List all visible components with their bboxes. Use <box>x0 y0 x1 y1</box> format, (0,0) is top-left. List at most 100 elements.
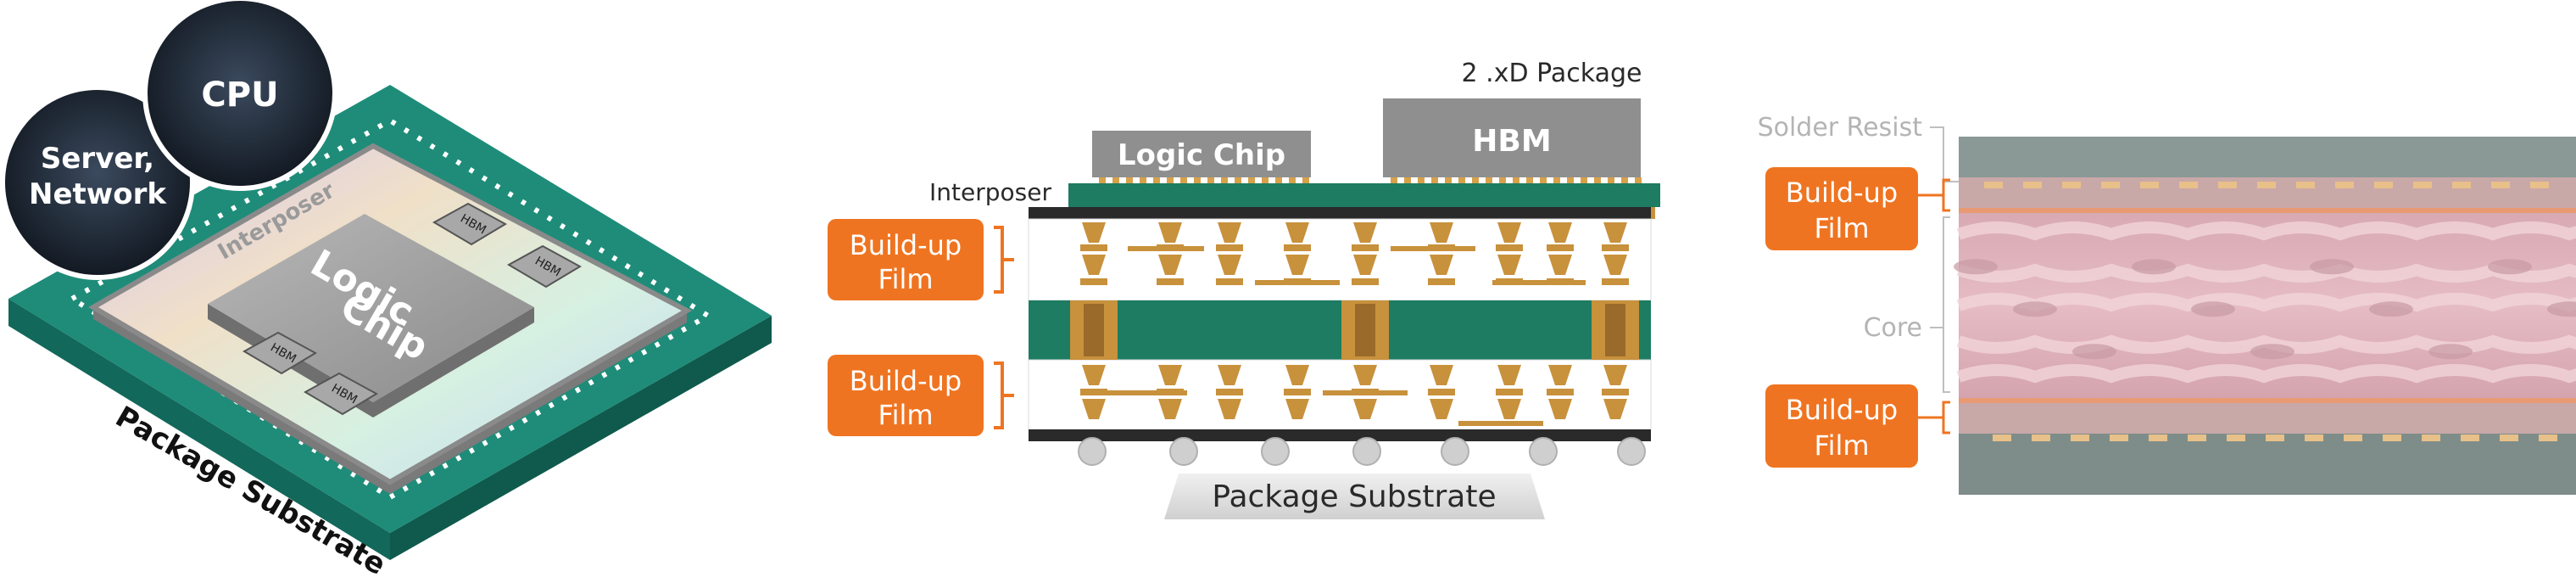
surface-pad <box>2101 182 2120 188</box>
surface-pad <box>2383 434 2401 441</box>
micro-bump <box>1445 177 1452 183</box>
upper-pad <box>1352 244 1379 251</box>
package-substrate-plate <box>1164 474 1545 519</box>
micro-bump <box>1431 177 1438 183</box>
glass-fiber-bundle <box>1956 364 2576 384</box>
lower-via <box>1548 365 1572 385</box>
lower-via <box>1497 399 1521 419</box>
trace-line <box>1323 390 1408 395</box>
fiber-cross-section <box>2072 344 2116 360</box>
lower-via <box>1353 365 1377 385</box>
server-badge-circle <box>0 85 195 280</box>
middle-cross-section: 2 .xD Package Logic Chip HBM Interposer … <box>828 59 1660 519</box>
buildup-callout-box <box>1765 167 1918 250</box>
package-substrate-label: Package Substrate <box>1212 479 1496 514</box>
cpu-badge-circle <box>142 0 337 191</box>
upper-via <box>1603 255 1627 275</box>
micro-bump <box>1418 177 1425 183</box>
surface-pad <box>2539 434 2557 441</box>
lower-via <box>1353 399 1377 419</box>
substrate-side-left <box>8 299 390 560</box>
copper-plane-upper <box>1959 208 2576 213</box>
surface-pad <box>1984 182 2003 188</box>
surface-pad <box>2218 182 2237 188</box>
surface-pad <box>2179 182 2198 188</box>
through-hole-core <box>1355 304 1375 356</box>
micro-bump <box>1472 177 1479 183</box>
server-network-badge: Server, Network <box>0 85 195 280</box>
upper-pad <box>1602 278 1629 285</box>
core-bracket <box>1930 216 1950 393</box>
micro-bump <box>1180 177 1187 183</box>
surface-pad <box>1993 434 2011 441</box>
micro-bump <box>1391 177 1397 183</box>
lower-via <box>1218 399 1241 419</box>
server-badge-line1: Server, <box>41 142 154 176</box>
logic-chip-block <box>1092 131 1311 177</box>
surface-pad <box>2071 434 2089 441</box>
upper-via <box>1158 222 1182 243</box>
fiber-cross-section <box>2191 301 2235 317</box>
hbm-chips-iso: HBM HBM HBM HBM <box>242 202 583 416</box>
micrograph-bottom-surface <box>1959 434 2576 495</box>
surface-pad <box>2422 434 2440 441</box>
solder-balls <box>1078 437 1646 466</box>
core-label: Core <box>1864 313 1922 343</box>
micrograph-copper-traces <box>1959 182 2576 441</box>
lower-pad <box>1547 389 1574 395</box>
micro-bump <box>1112 177 1119 183</box>
buildup-bracket <box>1918 401 1950 434</box>
micro-bump <box>1235 177 1241 183</box>
micro-bump <box>1126 177 1133 183</box>
lower-via <box>1218 365 1241 385</box>
upper-via <box>1285 255 1309 275</box>
micro-bump <box>1567 177 1574 183</box>
surface-pad <box>2266 434 2284 441</box>
buildup-callout-line1: Build-up <box>1786 177 1898 209</box>
surface-pad <box>2140 182 2159 188</box>
interposer-layer <box>1068 183 1660 207</box>
micro-bump <box>1194 177 1201 183</box>
surface-pad <box>2374 182 2393 188</box>
micro-bump <box>1526 177 1533 183</box>
logic-chip-side <box>208 304 534 418</box>
surface-pad <box>2461 434 2479 441</box>
micro-bump <box>1099 177 1106 183</box>
surface-pad <box>2296 182 2315 188</box>
upper-via <box>1548 222 1572 243</box>
upper-via <box>1218 222 1241 243</box>
hbm-chip-iso <box>506 244 583 289</box>
surface-pad <box>2149 434 2167 441</box>
upper-via <box>1218 255 1241 275</box>
surface-pad <box>2452 182 2471 188</box>
buildup-callout-box <box>828 355 984 436</box>
solder-ball <box>1441 437 1469 466</box>
upper-pad <box>1602 244 1629 251</box>
through-hole-core <box>1605 304 1625 356</box>
fiber-cross-section <box>2310 259 2354 275</box>
buildup-film-upper <box>1028 218 1652 301</box>
lower-pad <box>1080 389 1107 395</box>
micro-bump <box>1153 177 1160 183</box>
hbm-label: HBM <box>1472 124 1551 159</box>
fiber-cross-section <box>2013 301 2057 317</box>
package-title-label: 2 .xD Package <box>1462 59 1642 88</box>
micro-bump <box>1608 177 1614 183</box>
fiber-cross-section <box>2428 344 2473 360</box>
surface-pad <box>2305 434 2323 441</box>
micro-bump <box>1540 177 1547 183</box>
micrograph-lower-buildup <box>1959 400 2576 434</box>
right-micrograph: Solder Resist Core Build-up Film Build-u… <box>1758 113 2576 495</box>
surface-pad <box>2023 182 2042 188</box>
micro-bump <box>1248 177 1255 183</box>
hbm-chip-iso <box>242 331 318 375</box>
upper-via <box>1082 222 1106 243</box>
buildup-callout-line2: Film <box>1814 212 1869 244</box>
micro-bump <box>1581 177 1587 183</box>
trace-line <box>1255 280 1340 285</box>
upper-pad <box>1547 244 1574 251</box>
micro-bump <box>1499 177 1506 183</box>
micro-bump <box>1635 177 1642 183</box>
upper-pad <box>1216 278 1243 285</box>
